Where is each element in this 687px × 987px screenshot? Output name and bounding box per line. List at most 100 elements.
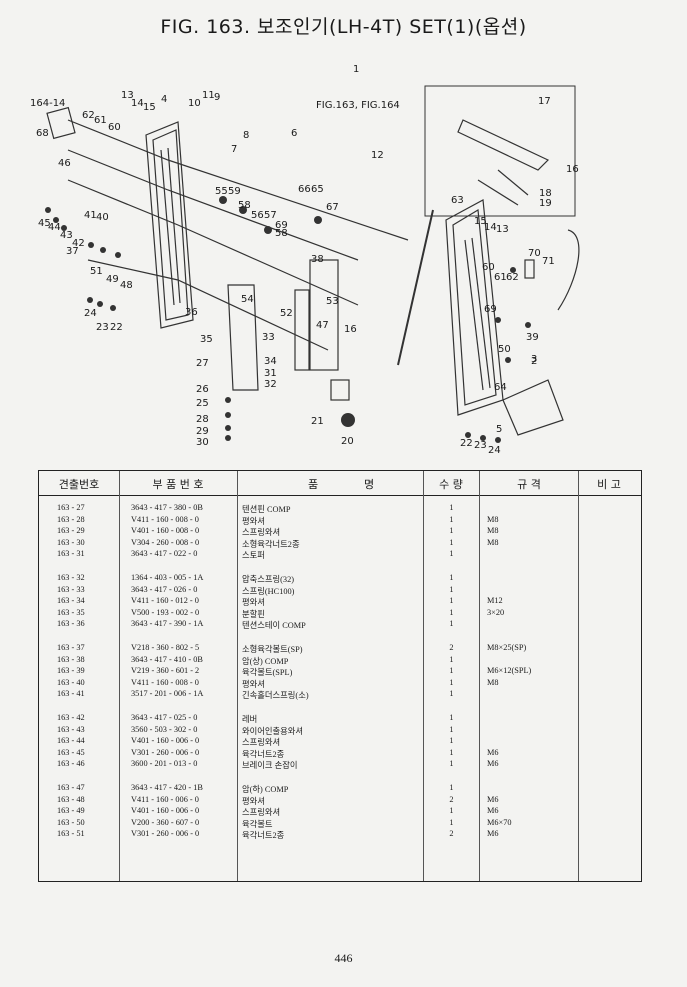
callout-label: 13 [121,90,134,101]
part-no-cell: V301 - 260 - 006 - 0 [131,747,200,757]
item-no-cell: 163 - 33 [57,584,85,594]
header-qty: 수 량 [439,478,463,491]
callout-label: 26 [196,384,209,395]
callout-label: 24 [488,445,501,456]
callout-label: 70 [528,248,541,259]
exploded-parts-diagram: 1 FIG.163, FIG.164 164-14 13 14 15 4 10 … [30,64,580,456]
item-no-cell: 163 - 49 [57,806,85,816]
spec-cell: M6 [487,806,499,816]
column-divider [423,471,424,881]
item-no-cell: 163 - 47 [57,783,85,792]
part-no-cell: V401 - 160 - 006 - 0 [131,736,200,746]
qty-cell: 1 [449,619,454,629]
callout-label: 58 [275,228,288,239]
qty-cell: 1 [449,689,454,699]
item-no-cell: 163 - 45 [57,747,85,757]
part-no-cell: 1364 - 403 - 005 - 1A [131,573,204,582]
item-no-cell: 163 - 40 [57,677,85,687]
qty-cell: 1 [449,526,454,536]
callout-label: 24 [84,308,97,319]
part-no-cell: 3517 - 201 - 006 - 1A [131,689,204,699]
name-cell: 분할핀 [242,609,265,619]
item-no-cell: 163 - 42 [57,713,85,722]
item-no-cell: 163 - 29 [57,526,85,536]
callout-label: 12 [371,150,384,161]
part-no-cell: V411 - 160 - 008 - 0 [131,677,199,687]
qty-cell: 1 [449,503,454,512]
name-cell: 레버 [242,715,258,724]
callout-label: 45 [38,218,51,229]
item-no-cell: 163 - 51 [57,829,85,839]
item-no-cell: 163 - 34 [57,596,85,606]
spec-cell: 3×20 [487,607,505,617]
table-header: 견출번호 부 품 번 호 품 명 수 량 규 격 비 고 [39,471,641,496]
callout-label: 14 [484,222,497,233]
callout-label: 15 [143,102,156,113]
callout-label: 43 [60,230,73,241]
qty-cell: 1 [449,537,454,547]
qty-cell: 1 [449,783,454,792]
qty-cell: 1 [449,549,454,559]
callout-label: 69 [484,304,497,315]
callout-label: 32 [264,379,277,390]
spec-cell: M6 [487,794,499,804]
item-no-cell: 163 - 28 [57,514,85,524]
callout-label: 4 [161,94,167,105]
name-cell: 스프링와셔 [242,738,281,748]
item-no-cell: 163 - 32 [57,573,85,582]
item-no-cell: 163 - 31 [57,549,85,559]
name-cell: 육각너트2종 [242,831,285,841]
part-no-cell: V200 - 360 - 607 - 0 [131,817,200,827]
item-no-cell: 163 - 36 [57,619,85,629]
qty-cell: 1 [449,654,454,664]
name-cell: 육각볼트 [242,819,273,829]
callout-label: 23 [96,322,109,333]
item-no-cell: 163 - 44 [57,736,85,746]
callout-label: 56 [251,210,264,221]
callout-label: 16 [566,164,579,175]
callout-label: 63 [451,195,464,206]
callout-label: 55 [215,186,228,197]
callout-label: 17 [538,96,551,107]
callout-label: 48 [120,280,133,291]
name-cell: 스토퍼 [242,551,265,561]
page-title: FIG. 163. 보조인기(LH-4T) SET(1)(옵션) [160,16,527,38]
callout-label: 8 [243,130,249,141]
spec-cell: M6×12(SPL) [487,666,532,676]
part-no-cell: 3643 - 417 - 410 - 0B [131,654,203,664]
callout-label: 21 [311,416,324,427]
callout-label: 2 [531,356,537,367]
header-name-a: 품 [307,478,319,491]
item-no-cell: 163 - 48 [57,794,85,804]
callout-label: 41 [84,210,97,221]
item-no-cell: 163 - 38 [57,654,85,664]
callout-label: 39 [526,332,539,343]
callout-label: 7 [231,144,237,155]
callout-label: 64 [494,382,507,393]
spec-cell: M8 [487,537,499,547]
item-no-cell: 163 - 41 [57,689,85,699]
callout-label: 15 [474,216,487,227]
callout-label: 1 [353,64,359,75]
callout-label: 9 [214,92,220,103]
callout-label: 19 [539,198,552,209]
name-cell: 평와셔 [242,796,265,806]
callout-label: 36 [185,307,198,318]
item-no-cell: 163 - 39 [57,666,85,676]
header-part-no: 부 품 번 호 [152,478,204,491]
spec-cell: M8 [487,526,499,536]
